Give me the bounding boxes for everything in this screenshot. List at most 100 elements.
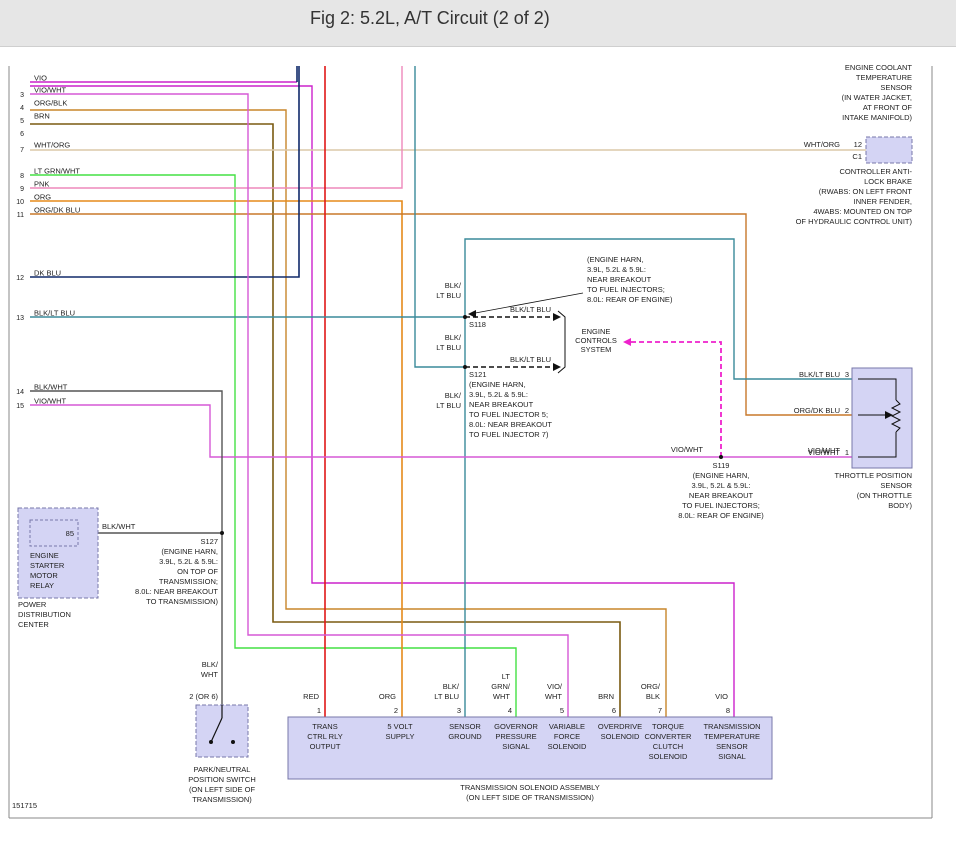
pdc-label-line: DISTRIBUTION [18, 610, 71, 619]
solenoid-func-line: FORCE [554, 732, 580, 741]
pnp-switch-box [195, 704, 249, 758]
wire-vio-wht-tps [30, 404, 852, 458]
pdc-label-line: CENTER [18, 620, 49, 629]
solenoid-func-line: SENSOR [449, 722, 481, 731]
left-pin-3: 3 [20, 92, 24, 99]
splice-s119-note-line: 3.9L, 5.2L & 5.9L: [692, 481, 751, 490]
solenoid-wire-label-line: VIO [715, 692, 728, 701]
solenoid-func-line: PRESSURE [495, 732, 536, 741]
solenoid-pin-5: 5 [560, 706, 564, 715]
solenoid-func-line: TORQUE [652, 722, 684, 731]
relay-pin: 85 [66, 529, 74, 538]
solenoid-func-line: OVERDRIVE [598, 722, 642, 731]
wire-org-pin2 [30, 200, 403, 717]
pdc-label-line: POWER [18, 600, 47, 609]
wire-dk-blu [30, 66, 300, 278]
tps-internal-3 [858, 378, 897, 400]
solenoid-pin-7: 7 [658, 706, 662, 715]
splice-s118-note-line: 3.9L, 5.2L & 5.9L: [587, 265, 646, 274]
splice-s121-note-line: TO FUEL INJECTOR 7) [469, 430, 549, 439]
solenoid-wire-label-line: WHT [493, 692, 510, 701]
tps-wire-label: ORG/DK BLU [794, 406, 840, 415]
solenoid-wire-label-line: LT BLU [434, 692, 459, 701]
splice-s127-note-line: TO TRANSMISSION) [146, 597, 218, 606]
note-arrowhead-s118 [468, 310, 476, 318]
arrow-s121-ecs [553, 363, 561, 371]
solenoid-pin-2: 2 [394, 706, 398, 715]
left-pin-13: 13 [16, 315, 24, 322]
splice-s118-wire-below-line: BLK/ [445, 333, 462, 342]
splice-s118-wire-left-line: BLK/ [445, 281, 462, 290]
solenoid-func-line: SOLENOID [601, 732, 640, 741]
solenoid-func-line: CONVERTER [645, 732, 693, 741]
relay-pin-box [29, 519, 79, 547]
pnp-label-line: (ON LEFT SIDE OF [189, 785, 256, 794]
splice-s127-note-line: 8.0L: NEAR BREAKOUT [135, 587, 218, 596]
ect-sensor-label-line: AT FRONT OF [863, 103, 913, 112]
wire-org-dk-blu-tps [30, 213, 852, 416]
splice-s121-wire-below-line: LT BLU [436, 401, 461, 410]
solenoid-pin-3: 3 [457, 706, 461, 715]
pnp-contact-left [209, 740, 213, 744]
splice-s119-wire-left: VIO/WHT [671, 445, 703, 454]
solenoid-wire-label-line: BRN [598, 692, 614, 701]
splice-s118-wire-right: BLK/LT BLU [510, 305, 551, 314]
tps-label-line: (ON THROTTLE [857, 491, 912, 500]
wire-vio-pin8 [30, 85, 735, 717]
figure-header: Fig 2: 5.2L, A/T Circuit (2 of 2) [0, 0, 956, 47]
solenoid-func-line: SOLENOID [649, 752, 688, 761]
splice-s119-label: S119 [713, 461, 730, 470]
left-wire-label: LT GRN/WHT [34, 167, 80, 176]
left-pin-10: 10 [16, 199, 24, 206]
wire-s119-ecs-dash [630, 341, 722, 457]
splice-s127-note-line: 3.9L, 5.2L & 5.9L: [159, 557, 218, 566]
splice-s118-note-line: (ENGINE HARN, [587, 255, 644, 264]
pnp-label-line: TRANSMISSION) [192, 795, 252, 804]
pnp-label-line: POSITION SWITCH [188, 775, 256, 784]
tps-wire-label: BLK/LT BLU [799, 370, 840, 379]
wire-brn-pin6 [30, 123, 621, 717]
splice-s127-note-line: (ENGINE HARN, [161, 547, 218, 556]
solenoid-wire-label-line: VIO/ [547, 682, 563, 691]
arrow-s119-ecs [623, 338, 631, 346]
splice-s121-note-line: NEAR BREAKOUT [469, 400, 534, 409]
solenoid-func-line: GOVERNOR [494, 722, 538, 731]
splice-s119-wire-tps: VIO/WHT [808, 446, 840, 455]
solenoid-pin-1: 1 [317, 706, 321, 715]
abs-label-line: CONTROLLER ANTI- [839, 167, 912, 176]
splice-s118-note-line: NEAR BREAKOUT [587, 275, 652, 284]
abs-label-line: 4WABS: MOUNTED ON TOP [813, 207, 912, 216]
solenoid-func-line: SIGNAL [502, 742, 530, 751]
solenoid-wire-label-line: LT [502, 672, 511, 681]
abs-controller-box [865, 136, 913, 164]
left-pin-14: 14 [16, 389, 24, 396]
note-arrow-s118 [469, 292, 584, 315]
left-wire-label: VIO [34, 74, 47, 83]
solenoid-func-line: SENSOR [716, 742, 748, 751]
figure-id: 151715 [12, 801, 37, 810]
splice-s121-wire-right: BLK/LT BLU [510, 355, 551, 364]
abs-label-line: LOCK BRAKE [864, 177, 912, 186]
pnp-label-line: PARK/NEUTRAL [194, 765, 251, 774]
splice-s118-dot [463, 315, 467, 319]
splice-s121-note-line: TO FUEL INJECTOR 5; [469, 410, 548, 419]
splice-s119-note-line: TO FUEL INJECTORS; [682, 501, 760, 510]
tps-internal-1 [858, 432, 897, 458]
ecs-label-line: CONTROLS [575, 336, 617, 345]
splice-s121-note-line: 3.9L, 5.2L & 5.9L: [469, 390, 528, 399]
solenoid-func-line: CTRL RLY [307, 732, 342, 741]
solenoid-func-line: SOLENOID [548, 742, 587, 751]
abs-pin: 12 [854, 140, 862, 149]
ecs-bracket [557, 310, 566, 374]
wire-vio-wht-pin5 [30, 93, 569, 717]
solenoid-wire-label-line: RED [303, 692, 319, 701]
wire-blk-lt-blu-tps [464, 238, 852, 380]
left-wire-label: WHT/ORG [34, 141, 70, 150]
solenoid-assembly-box [287, 716, 773, 780]
solenoid-func-line: SIGNAL [718, 752, 746, 761]
splice-s119-note-line: NEAR BREAKOUT [689, 491, 754, 500]
solenoid-wire-label-line: BLK/ [443, 682, 460, 691]
solenoid-func-line: VARIABLE [549, 722, 585, 731]
splice-s118-wire-left-line: LT BLU [436, 291, 461, 300]
